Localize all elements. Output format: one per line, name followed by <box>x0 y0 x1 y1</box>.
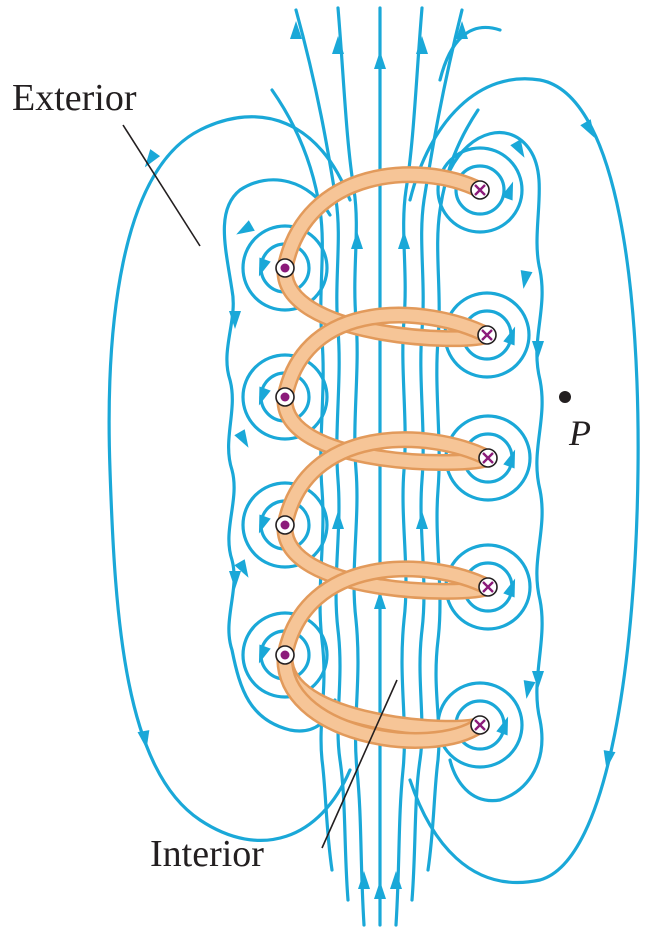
coil-turn <box>279 309 493 403</box>
field-arrow <box>523 680 536 699</box>
field-arrow <box>510 139 525 158</box>
field-line-exterior <box>408 77 640 885</box>
coil-turn <box>278 262 493 345</box>
field-arrow <box>520 270 533 289</box>
current-into-page-icon <box>478 448 498 468</box>
field-arrow <box>398 231 410 249</box>
field-arrow <box>374 881 386 899</box>
current-into-page-icon <box>477 325 497 345</box>
field-lines <box>107 6 640 927</box>
coil-turn <box>279 563 494 661</box>
field-arrow <box>137 730 150 749</box>
interior-leader-line <box>321 679 398 849</box>
field-arrow <box>374 591 386 609</box>
point-p-dot <box>559 391 571 403</box>
field-arrow <box>496 716 509 736</box>
coil-turn <box>278 391 494 469</box>
field-loop <box>241 224 329 312</box>
current-into-page-icon <box>478 577 498 597</box>
field-arrow <box>503 326 516 346</box>
field-arrow <box>390 871 402 889</box>
current-into-page-icon <box>470 180 490 200</box>
field-arrow <box>503 449 516 469</box>
coil-turn <box>278 519 494 598</box>
current-out-of-page-icon <box>275 258 295 278</box>
field-arrow <box>258 257 271 277</box>
field-arrow <box>144 149 161 168</box>
exterior-label: Exterior <box>12 77 137 119</box>
field-loop <box>454 164 506 216</box>
field-arrow <box>532 341 544 359</box>
field-arrow <box>258 644 271 664</box>
field-arrow <box>603 750 616 769</box>
field-loop <box>241 611 329 699</box>
field-arrow <box>258 514 271 534</box>
field-arrow <box>416 511 428 529</box>
field-arrow <box>456 21 468 39</box>
current-out-of-page-icon <box>275 515 295 535</box>
field-arrow <box>416 36 428 54</box>
field-arrow <box>580 119 595 138</box>
field-arrow <box>236 220 255 235</box>
field-arrow <box>351 231 363 249</box>
field-line-exterior <box>107 115 352 842</box>
field-arrow <box>501 181 514 201</box>
field-arrows <box>137 21 616 899</box>
field-line-exterior <box>448 131 544 803</box>
point-p-label: P <box>568 413 591 453</box>
field-line-exterior <box>222 178 337 733</box>
interior-label: Interior <box>150 833 264 875</box>
field-line-interior <box>410 8 464 902</box>
field-arrow <box>503 578 516 598</box>
current-out-of-page-icon <box>275 645 295 665</box>
coil-turn <box>279 433 494 531</box>
field-arrow <box>374 51 386 69</box>
field-arrow <box>229 311 241 329</box>
field-arrow <box>290 21 302 39</box>
field-arrow <box>234 559 249 578</box>
field-loop <box>241 481 329 569</box>
current-out-of-page-icon <box>275 387 295 407</box>
field-arrow <box>332 36 344 54</box>
exterior-leader-line <box>122 124 201 247</box>
current-into-page-icon <box>470 715 490 735</box>
field-arrow <box>234 429 249 448</box>
field-arrow <box>532 671 544 689</box>
coil-turn <box>278 649 486 747</box>
field-arrow <box>332 511 344 529</box>
wire-cross-sections <box>275 180 498 735</box>
coil-turn <box>279 168 486 274</box>
field-line-interior <box>426 108 480 872</box>
field-loop <box>436 146 524 234</box>
field-arrow <box>229 571 241 589</box>
field-arrow <box>358 871 370 889</box>
field-arrow <box>258 386 271 406</box>
field-loop <box>241 353 329 441</box>
solenoid-coil <box>276 166 497 749</box>
field-line-interior <box>394 6 424 927</box>
